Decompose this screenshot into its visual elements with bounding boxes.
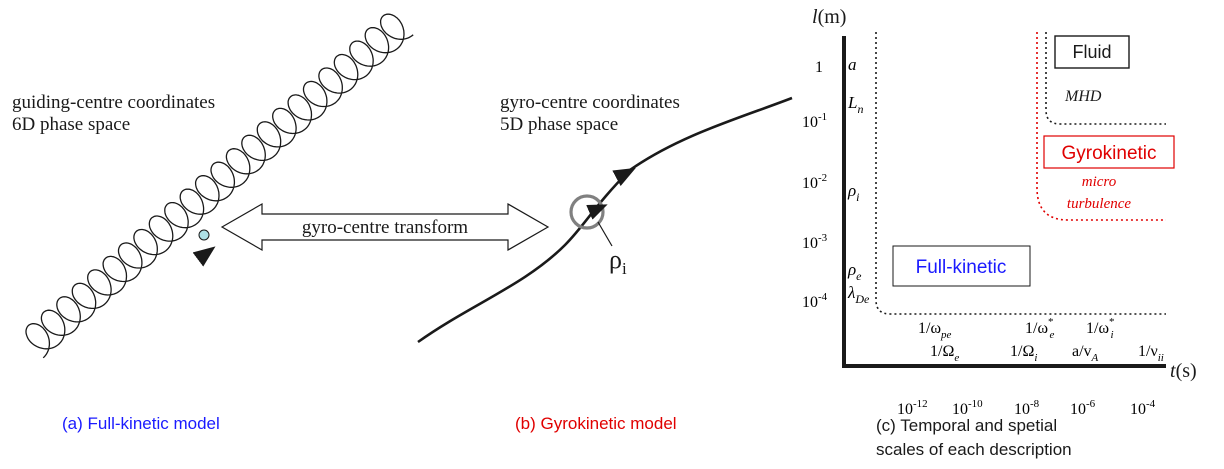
y-tick-5: 10-4 bbox=[802, 291, 828, 311]
gyro-radius-arrow bbox=[586, 204, 608, 220]
full-kinetic-boundary bbox=[875, 32, 1166, 315]
y-axis-label: l(m) bbox=[812, 6, 846, 28]
scale-chart: l(m) t(s) 1 10-1 10-2 10-3 10-4 10-12 10… bbox=[802, 6, 1197, 418]
time-a-vA: a/vA bbox=[1072, 343, 1099, 364]
turbulence-label: turbulence bbox=[1067, 196, 1131, 212]
panel-b-title-line2: 5D phase space bbox=[500, 113, 619, 135]
fluid-label: Fluid bbox=[1072, 42, 1111, 62]
x-tick-1: 10-12 bbox=[897, 398, 928, 418]
gyro-direction-arrow bbox=[612, 167, 636, 187]
transform-double-arrow: gyro-centre transform bbox=[220, 202, 550, 252]
time-omega-star-i: 1/ω*i bbox=[1086, 316, 1114, 341]
rho-i-label: ρi bbox=[609, 245, 627, 278]
caption-b: (b) Gyrokinetic model bbox=[515, 414, 677, 433]
time-Omega-i: 1/Ωi bbox=[1010, 343, 1037, 364]
panel-a-title: guiding-centre coordinates 6D phase spac… bbox=[12, 92, 215, 136]
transform-label: gyro-centre transform bbox=[302, 217, 468, 238]
x-tick-3: 10-8 bbox=[1014, 398, 1040, 418]
panel-b-title-line1: gyro-centre coordinates bbox=[500, 92, 680, 113]
panel-b-title: gyro-centre coordinates 5D phase space bbox=[500, 92, 680, 136]
caption-c: (c) Temporal and spetial scales of each … bbox=[876, 414, 1072, 462]
caption-c-line1: (c) Temporal and spetial bbox=[876, 416, 1058, 435]
scale-Ln: Ln bbox=[847, 93, 863, 116]
y-tick-3: 10-2 bbox=[802, 172, 827, 192]
fluid-boundary bbox=[1045, 32, 1166, 125]
panel-a-title-line1: guiding-centre coordinates bbox=[12, 92, 216, 113]
gyrokinetic-boundary bbox=[1036, 32, 1166, 221]
x-tick-4: 10-6 bbox=[1070, 398, 1096, 418]
time-Omega-e: 1/Ωe bbox=[930, 343, 959, 364]
y-tick-4: 10-3 bbox=[802, 232, 828, 252]
time-omega-pe: 1/ωpe bbox=[918, 320, 951, 341]
mhd-label: MHD bbox=[1064, 88, 1102, 105]
y-tick-1: 1 bbox=[815, 59, 823, 76]
gyrokinetic-label: Gyrokinetic bbox=[1061, 143, 1156, 164]
full-kinetic-box bbox=[892, 245, 1031, 287]
time-nu-ii: 1/νii bbox=[1138, 343, 1164, 364]
time-omega-star-e: 1/ω*e bbox=[1025, 316, 1054, 341]
scale-a: a bbox=[848, 55, 857, 74]
scale-rho-e: ρe bbox=[847, 260, 862, 283]
fluid-box bbox=[1054, 35, 1130, 69]
panel-a-title-line2: 6D phase space bbox=[12, 113, 131, 135]
rho-leader-line bbox=[597, 221, 613, 247]
y-tick-2: 10-1 bbox=[802, 111, 827, 131]
caption-c-line2: scales of each description bbox=[876, 439, 1072, 459]
x-axis-label: t(s) bbox=[1170, 360, 1197, 382]
gyrokinetic-box bbox=[1043, 135, 1175, 169]
full-kinetic-label: Full-kinetic bbox=[916, 257, 1007, 278]
caption-a: (a) Full-kinetic model bbox=[62, 414, 220, 433]
micro-label: micro bbox=[1082, 174, 1117, 190]
particle-direction-arrow bbox=[192, 246, 216, 267]
scale-lambda-De: λDe bbox=[847, 283, 870, 306]
particle-dot bbox=[198, 229, 210, 241]
x-tick-5: 10-4 bbox=[1130, 398, 1156, 418]
scale-rho-i: ρi bbox=[847, 181, 860, 204]
gyration-helix bbox=[25, 13, 414, 359]
x-tick-2: 10-10 bbox=[952, 398, 983, 418]
